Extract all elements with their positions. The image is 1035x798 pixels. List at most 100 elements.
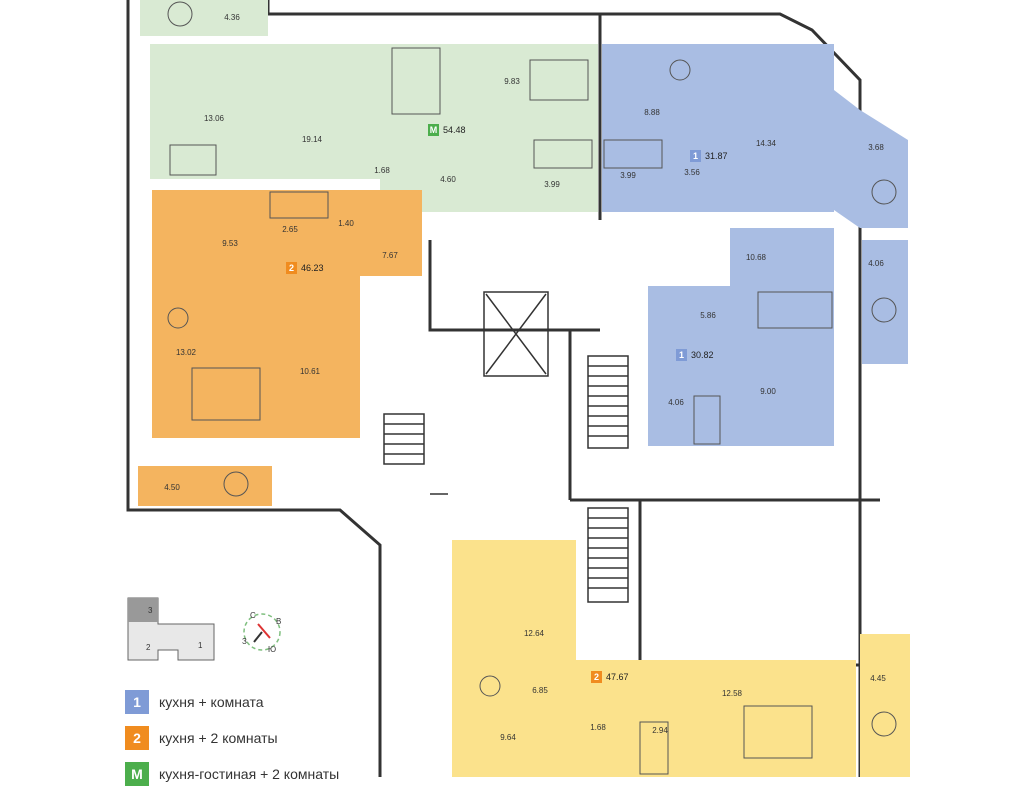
orange-lower: [152, 276, 360, 438]
bathtub-icon: [269, 191, 329, 219]
legend-item: 2 кухня + 2 комнаты: [125, 726, 455, 750]
room-area-label: 3.68: [868, 143, 884, 152]
legend-badge: 2: [125, 726, 149, 750]
room-area-label: 1.40: [338, 219, 354, 228]
room-area-label: 3.56: [684, 168, 700, 177]
room-area-label: 4.50: [164, 483, 180, 492]
key-plan-section: 1: [198, 641, 203, 650]
apartment-area: 54.48: [443, 125, 466, 135]
badge-label: 1: [693, 151, 698, 161]
dining-table-icon: [167, 307, 189, 329]
apartment-green[interactable]: [140, 0, 598, 212]
room-area-label: 2.94: [652, 726, 668, 735]
key-plan-section: 2: [146, 643, 151, 652]
apartment-blue-mid[interactable]: [648, 228, 908, 446]
round-table-icon: [871, 297, 897, 323]
dining-table-icon: [669, 59, 691, 81]
sofa-icon: [391, 47, 441, 115]
room-area-label: 4.60: [440, 175, 456, 184]
apartment-badge[interactable]: 1 30.82: [676, 349, 714, 361]
bathtub-icon: [639, 721, 669, 775]
round-table-icon: [167, 1, 193, 27]
blue-top-balcony: [834, 90, 908, 228]
badge-label: 2: [594, 672, 599, 682]
apartment-badge[interactable]: 2 46.23: [286, 262, 324, 274]
core: [383, 291, 629, 603]
room-area-label: 1.68: [590, 723, 606, 732]
key-plan: 3 2 1: [127, 597, 215, 661]
compass-letter: В: [276, 617, 281, 626]
bed-icon: [169, 144, 217, 176]
round-table-icon: [871, 711, 897, 737]
elevator-cross: [485, 293, 547, 375]
room-area-label: 8.88: [644, 108, 660, 117]
furniture: [167, 1, 897, 775]
room-area-label: 5.86: [700, 311, 716, 320]
room-area-label: 4.45: [870, 674, 886, 683]
room-area-label: 10.61: [300, 367, 321, 376]
orange-balcony: [138, 466, 272, 506]
room-area-label: 12.58: [722, 689, 743, 698]
key-plan-section: 3: [148, 606, 153, 615]
legend-label: кухня + 2 комнаты: [159, 730, 278, 746]
room-area-label: 4.36: [224, 13, 240, 22]
blue-mid-main: [648, 286, 834, 446]
apartment-badges: M 54.48 1 31.87 2 46.23 1 30.82 2 47.67: [286, 124, 728, 683]
yellow-lower: [452, 660, 856, 777]
elevator-shaft: [483, 291, 549, 377]
yellow-balcony: [860, 634, 910, 777]
room-area-label: 3.99: [544, 180, 560, 189]
legend-badge: M: [125, 762, 149, 786]
apartment-badge[interactable]: 2 47.67: [591, 671, 629, 683]
room-area-label: 6.85: [532, 686, 548, 695]
room-area-label: 9.83: [504, 77, 520, 86]
round-table-icon: [223, 471, 249, 497]
room-area-label: 13.02: [176, 348, 197, 357]
room-area-label: 1.68: [374, 166, 390, 175]
dining-table-icon: [479, 675, 501, 697]
green-balcony: [140, 0, 268, 36]
room-area-label: 4.06: [668, 398, 684, 407]
room-area-label: 7.67: [382, 251, 398, 260]
legend-item: M кухня-гостиная + 2 комнаты: [125, 762, 455, 786]
badge-label: 2: [289, 263, 294, 273]
room-area-label: 14.34: [756, 139, 777, 148]
apartment-blue-top[interactable]: [602, 44, 908, 228]
legend: 1 кухня + комната 2 кухня + 2 комнаты M …: [125, 690, 455, 798]
compass-letter: Ю: [268, 645, 276, 654]
apartment-badge[interactable]: 1 31.87: [690, 150, 728, 162]
bed-icon: [743, 705, 813, 759]
compass-letter: З: [242, 637, 247, 646]
stairs-upper: [587, 355, 629, 449]
blue-mid-upper: [730, 228, 834, 286]
room-area-label: 10.68: [746, 253, 767, 262]
room-area-label: 9.53: [222, 239, 238, 248]
blue-mid-balcony: [862, 240, 908, 364]
bathtub-icon: [693, 395, 721, 445]
legend-badge: 1: [125, 690, 149, 714]
bed-icon: [529, 59, 589, 101]
badge-label: M: [430, 125, 438, 135]
room-area-label: 12.64: [524, 629, 545, 638]
stairs-left: [383, 413, 425, 465]
apartment-area: 47.67: [606, 672, 629, 682]
apartment-area: 31.87: [705, 151, 728, 161]
stairs-lower: [587, 507, 629, 603]
bathtub-icon: [533, 139, 593, 169]
room-area-label: 4.06: [868, 259, 884, 268]
compass-icon: С В З Ю: [242, 611, 281, 654]
apartment-area: 46.23: [301, 263, 324, 273]
orange-upper: [152, 190, 422, 276]
sofa-icon: [757, 291, 833, 329]
apartment-orange[interactable]: [138, 190, 422, 506]
round-table-icon: [871, 179, 897, 205]
legend-item: 1 кухня + комната: [125, 690, 455, 714]
bathtub-icon: [603, 139, 663, 169]
apartment-badge[interactable]: M 54.48: [428, 124, 466, 136]
apartment-yellow[interactable]: [452, 540, 910, 777]
room-area-label: 9.64: [500, 733, 516, 742]
compass-letter: С: [250, 611, 256, 620]
blue-top-main: [602, 44, 834, 212]
